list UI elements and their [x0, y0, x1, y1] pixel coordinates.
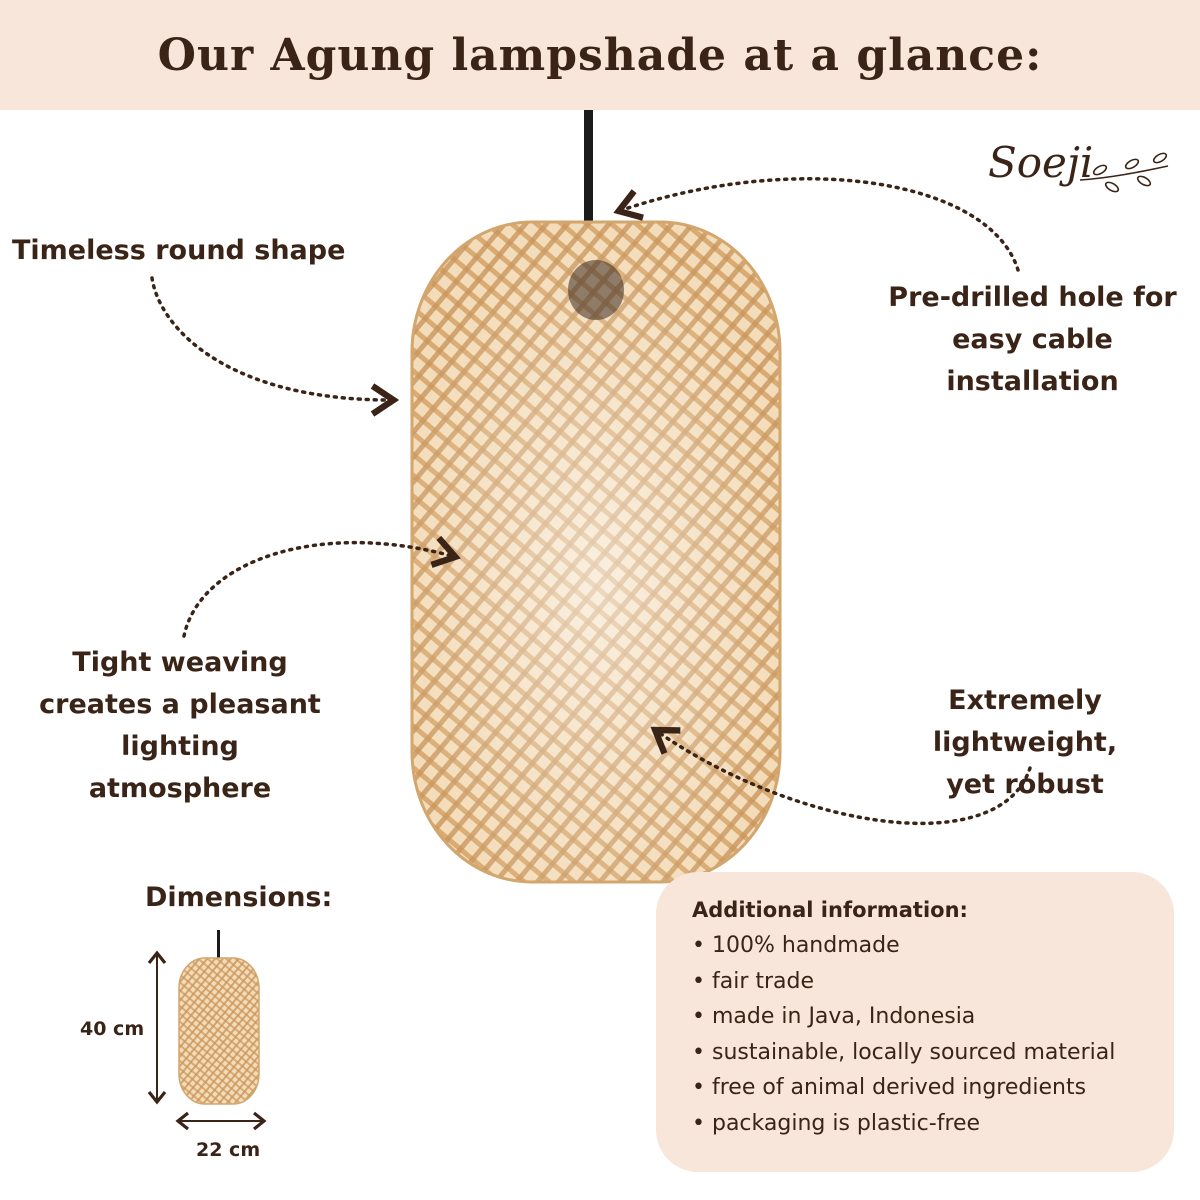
dimension-width-label: 22 cm — [196, 1139, 261, 1161]
callout-line: Pre-drilled hole for — [888, 282, 1177, 313]
dimensions-title: Dimensions: — [145, 882, 333, 913]
list-item: free of animal derived ingredients — [692, 1070, 1144, 1106]
brand-logo: Soeji — [988, 138, 1094, 187]
callout-line: yet robust — [946, 769, 1104, 800]
callout-weaving: Tight weaving creates a pleasant lightin… — [30, 642, 330, 810]
callout-hole: Pre-drilled hole for easy cable installa… — [885, 277, 1180, 403]
leaf-branch-icon — [1079, 152, 1169, 193]
socket — [568, 260, 624, 320]
dotted-arrow-icon — [613, 177, 1020, 272]
list-item: fair trade — [692, 964, 1144, 1000]
page-title: Our Agung lampshade at a glance: — [157, 29, 1043, 81]
dotted-arrow-icon — [650, 726, 1032, 826]
callout-line: Extremely lightweight, — [932, 685, 1118, 758]
additional-info-box: Additional information: 100% handmade fa… — [656, 872, 1174, 1172]
callout-line: Tight weaving — [72, 647, 288, 678]
callout-line: installation — [946, 366, 1119, 397]
dimension-height-label: 40 cm — [80, 1018, 145, 1040]
callout-line: lighting atmosphere — [88, 731, 272, 804]
additional-info-title: Additional information: — [692, 898, 968, 922]
header-band: Our Agung lampshade at a glance: — [0, 0, 1200, 110]
list-item: sustainable, locally sourced material — [692, 1035, 1144, 1071]
cable — [584, 110, 593, 225]
callout-line: creates a pleasant — [39, 689, 321, 720]
callout-weight: Extremely lightweight, yet robust — [860, 680, 1190, 806]
additional-info-list: 100% handmade fair trade made in Java, I… — [692, 928, 1144, 1141]
callout-shape: Timeless round shape — [12, 230, 345, 272]
list-item: 100% handmade — [692, 928, 1144, 964]
dotted-arrow-icon — [150, 276, 400, 417]
list-item: packaging is plastic-free — [692, 1106, 1144, 1142]
dimension-lamp-image — [178, 930, 260, 1105]
list-item: made in Java, Indonesia — [692, 999, 1144, 1035]
lampshade-image — [410, 110, 782, 884]
dotted-arrow-icon — [182, 535, 461, 638]
callout-line: easy cable — [952, 324, 1113, 355]
callout-line: Timeless round shape — [12, 235, 346, 266]
